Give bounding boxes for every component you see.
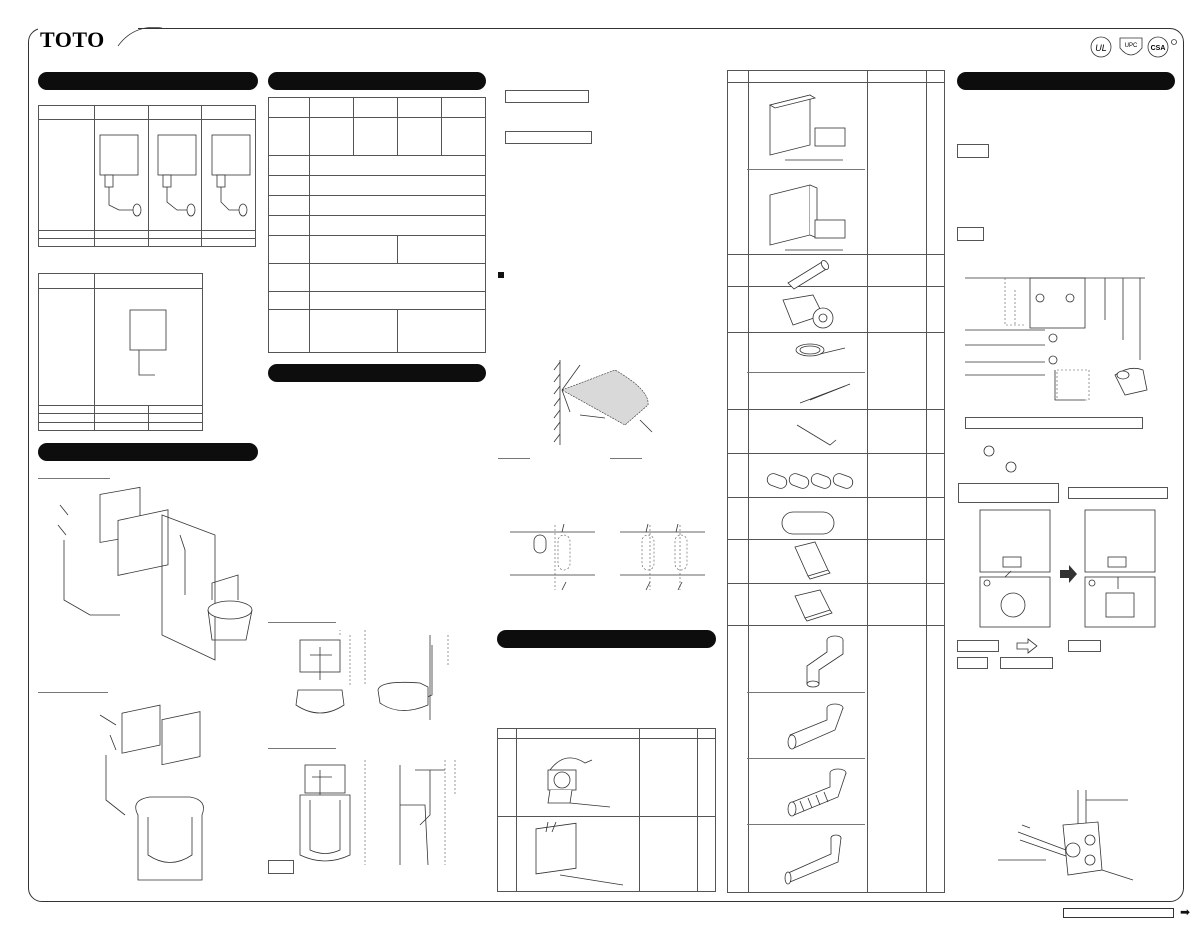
section-heading-bar bbox=[38, 443, 258, 461]
note-box bbox=[957, 144, 989, 158]
sensor-range-diagram bbox=[553, 360, 653, 445]
toilet-install-dimensions bbox=[295, 630, 449, 720]
section-heading-bar bbox=[497, 630, 716, 648]
sensor-cable-illustration bbox=[795, 343, 846, 357]
pipe-sleeve-illustration bbox=[787, 260, 830, 290]
label-box bbox=[1000, 657, 1053, 669]
circle-markers bbox=[983, 445, 1017, 473]
parts-table-1 bbox=[497, 728, 716, 892]
stop-valve-illustration bbox=[782, 294, 834, 329]
upc-mark-text: UPC bbox=[1125, 43, 1138, 49]
urinal-exploded-view bbox=[99, 704, 204, 881]
battery-cable-illustration bbox=[799, 383, 851, 404]
batteries-illustration bbox=[766, 473, 854, 489]
mounting-frame-illustration bbox=[768, 94, 846, 161]
logo-text: TOTO bbox=[40, 27, 105, 52]
mounting-frame-alt-illustration bbox=[769, 184, 846, 251]
cover-plate-illustration bbox=[535, 821, 624, 886]
label-box bbox=[505, 90, 589, 103]
label-box bbox=[1068, 640, 1101, 652]
note-box bbox=[268, 860, 294, 874]
parts-table-2 bbox=[727, 70, 945, 893]
straight-trap-illustration bbox=[787, 703, 844, 750]
battery-step-after bbox=[1084, 509, 1156, 628]
section-heading-bar bbox=[268, 72, 486, 90]
csa-mark-text: CSA bbox=[1151, 45, 1166, 52]
single-wall-layout bbox=[510, 523, 595, 591]
brand-logo: TOTO bbox=[38, 26, 163, 52]
label-box bbox=[505, 131, 592, 144]
rough-in-dimension-diagram bbox=[965, 277, 1148, 401]
page-footer-box bbox=[1063, 908, 1174, 918]
logo-swoosh-icon bbox=[117, 27, 163, 47]
battery-step-before bbox=[979, 509, 1051, 628]
valve-connection-diagram bbox=[998, 790, 1134, 881]
label-box bbox=[957, 657, 988, 669]
spec-table bbox=[268, 97, 486, 353]
solenoid-valve-illustration bbox=[547, 757, 611, 808]
section-heading-bar bbox=[957, 72, 1175, 90]
section-heading-bar bbox=[268, 364, 486, 382]
note-box bbox=[957, 227, 984, 241]
arrow-right-icon bbox=[1060, 565, 1077, 583]
template-sheet-icon bbox=[794, 589, 833, 622]
flush-valve-illustrations bbox=[99, 134, 251, 217]
page-border bbox=[28, 28, 1184, 902]
elbow-pipe-illustration bbox=[806, 635, 844, 688]
hex-wrench-icon bbox=[796, 424, 837, 446]
label-box bbox=[958, 483, 1059, 503]
urinal-valve-illustration bbox=[129, 309, 167, 376]
urinal-pipe-illustration bbox=[784, 834, 842, 885]
ul-mark-text: UL bbox=[1095, 43, 1107, 53]
section-heading-bar bbox=[38, 72, 258, 90]
toilet-exploded-view bbox=[57, 486, 253, 661]
urinal-install-dimensions bbox=[299, 760, 456, 866]
next-page-arrow-icon[interactable]: ➡ bbox=[1180, 905, 1191, 919]
hollow-arrow-right-icon bbox=[1016, 638, 1038, 654]
label-box bbox=[957, 640, 999, 652]
label-box bbox=[1068, 487, 1168, 499]
bullet-square-icon bbox=[498, 272, 504, 278]
caption-box bbox=[965, 417, 1143, 429]
double-wall-layout bbox=[620, 523, 705, 591]
flex-trap-illustration bbox=[787, 768, 847, 817]
label-card-illustration bbox=[781, 511, 835, 535]
manual-booklet-icon bbox=[794, 541, 831, 580]
